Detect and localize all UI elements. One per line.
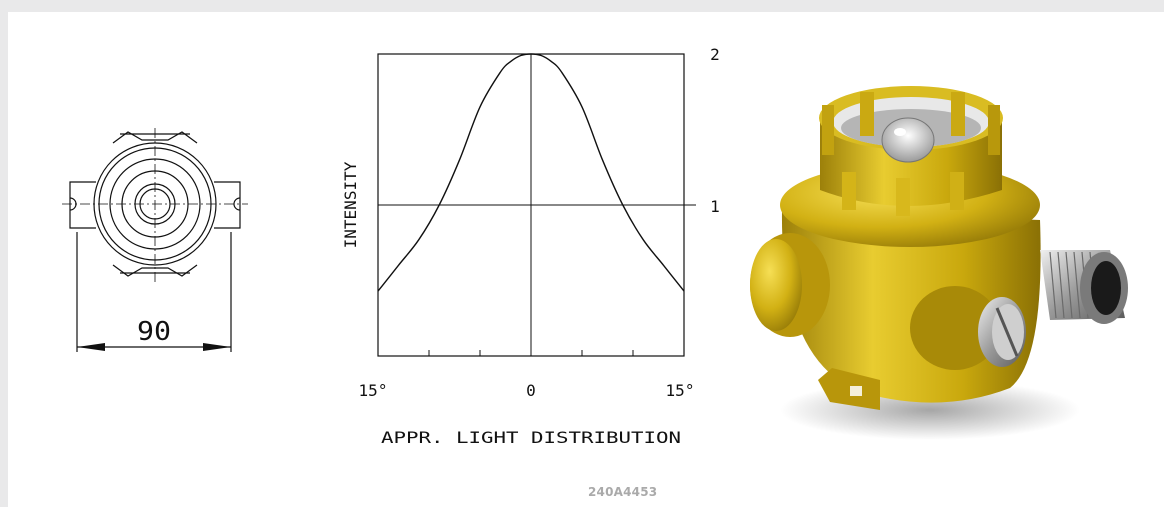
intensity-curve <box>377 53 685 292</box>
x-tick-label-right: 15° <box>666 381 695 400</box>
y-tick-label-2: 2 <box>710 45 720 64</box>
dimension-label: 90 <box>137 317 171 347</box>
technical-drawing <box>62 128 248 352</box>
x-axis-ticks <box>377 350 685 356</box>
part-code: 240A4453 <box>588 485 658 499</box>
light-distribution-chart: INTENSITY 1 2 15° 0 15° APPR. LIGHT DIST… <box>341 45 720 447</box>
y-axis-label: INTENSITY <box>341 161 360 248</box>
x-axis-label: APPR. LIGHT DISTRIBUTION <box>381 428 681 447</box>
x-tick-label-center: 0 <box>526 381 536 400</box>
x-tick-label-left: 15° <box>359 381 388 400</box>
y-tick-label-1: 1 <box>710 197 720 216</box>
product-image <box>750 86 1128 440</box>
